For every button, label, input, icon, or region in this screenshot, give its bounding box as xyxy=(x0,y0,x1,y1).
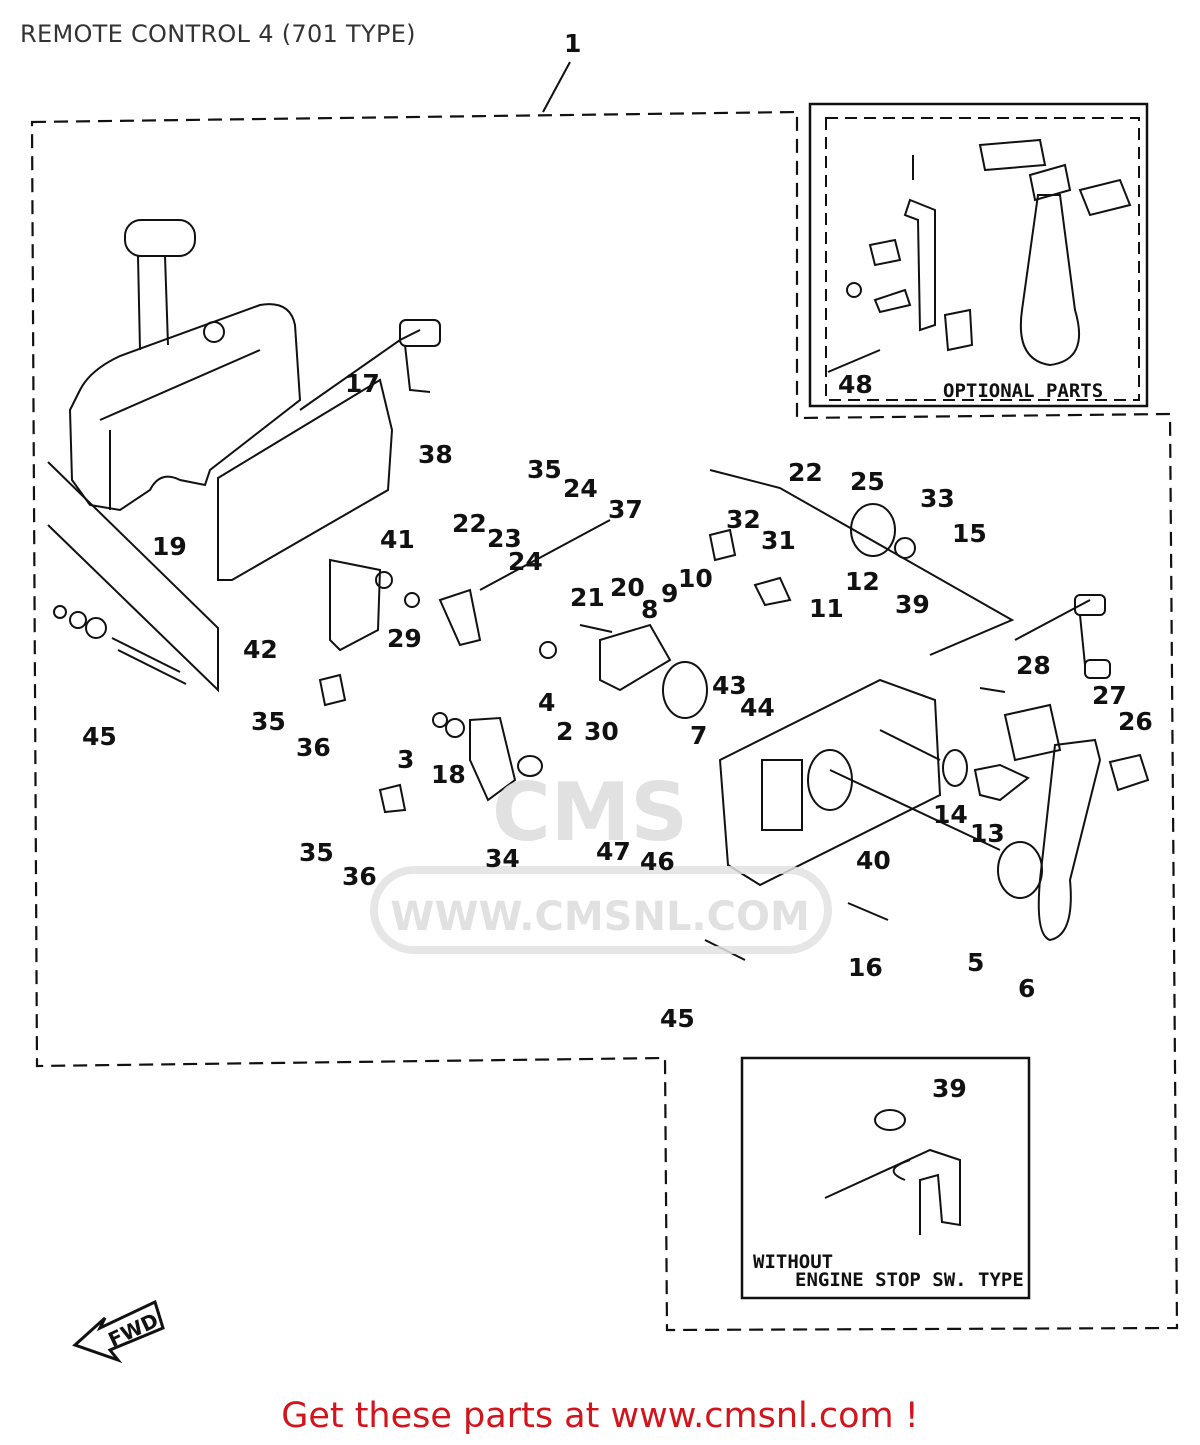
callout: 36 xyxy=(342,862,377,891)
callout: 41 xyxy=(380,525,415,554)
callout: 40 xyxy=(856,846,891,875)
callout: 48 xyxy=(838,370,873,399)
callout: 47 xyxy=(596,837,631,866)
pin-group xyxy=(47,461,219,693)
callout: 7 xyxy=(690,721,707,750)
callout: 11 xyxy=(809,594,844,623)
callout: 24 xyxy=(563,474,598,503)
optional-parts-items xyxy=(827,138,1132,373)
fwd-label: FWD xyxy=(104,1308,162,1352)
callout: 44 xyxy=(740,693,775,722)
callout: 5 xyxy=(967,948,984,977)
callout: 15 xyxy=(952,519,987,548)
callout: 25 xyxy=(850,467,885,496)
callout: 37 xyxy=(608,495,643,524)
callout: 33 xyxy=(920,484,955,513)
callout: 22 xyxy=(788,458,823,487)
callout: 2 xyxy=(556,717,573,746)
callout: 39 xyxy=(932,1074,967,1103)
without-stop-items xyxy=(824,1109,961,1235)
watermark-url: WWW.CMSNL.COM xyxy=(390,894,810,940)
callout: 28 xyxy=(1016,651,1051,680)
callout: 27 xyxy=(1092,681,1127,710)
callout: 35 xyxy=(251,707,286,736)
callout: 4 xyxy=(538,688,555,717)
center-mechanism xyxy=(318,519,708,814)
callout: 3 xyxy=(397,745,414,774)
callout: 6 xyxy=(1018,974,1035,1003)
callout: 36 xyxy=(296,733,331,762)
callout: 21 xyxy=(570,583,605,612)
without-stop-caption-line2: ENGINE STOP SW. TYPE xyxy=(795,1269,1024,1291)
callout: 9 xyxy=(661,579,678,608)
optional-parts-frame xyxy=(808,102,1149,408)
callout: 35 xyxy=(299,838,334,867)
callout: 8 xyxy=(641,595,658,624)
callout: 43 xyxy=(712,671,747,700)
watermark-logo: CMS xyxy=(492,766,688,859)
callout: 22 xyxy=(452,509,487,538)
callout: 14 xyxy=(933,800,968,829)
callout: 16 xyxy=(848,953,883,982)
callout: 35 xyxy=(527,455,562,484)
fwd-arrow xyxy=(72,1299,165,1364)
callout: 20 xyxy=(610,573,645,602)
callout: 18 xyxy=(431,760,466,789)
callout: 13 xyxy=(970,819,1005,848)
callout: 10 xyxy=(678,564,713,593)
callout: 45 xyxy=(660,1004,695,1033)
callouts: 1 17 19 38 45 35 24 37 22 23 24 20 21 41… xyxy=(82,29,1153,1103)
parts-link-banner[interactable]: Get these parts at www.cmsnl.com ! xyxy=(281,1396,919,1436)
callout: 19 xyxy=(152,532,187,561)
callout: 45 xyxy=(82,722,117,751)
callout: 42 xyxy=(243,635,278,664)
callout: 31 xyxy=(761,526,796,555)
callout: 39 xyxy=(895,590,930,619)
callout: 17 xyxy=(345,369,380,398)
callout: 23 xyxy=(487,524,522,553)
upper-right-parts xyxy=(708,469,1015,656)
page-title: REMOTE CONTROL 4 (701 TYPE) xyxy=(20,20,416,48)
callout: 46 xyxy=(640,847,675,876)
right-lever-group xyxy=(829,594,1150,942)
callout: 29 xyxy=(387,624,422,653)
optional-parts-caption: OPTIONAL PARTS xyxy=(943,380,1103,402)
callout: 32 xyxy=(726,505,761,534)
left-housing-group xyxy=(68,219,441,581)
assembly-boundary xyxy=(30,110,1179,1332)
without-stop-frame xyxy=(740,1056,1031,1300)
callout: 38 xyxy=(418,440,453,469)
callout: 1 xyxy=(564,29,581,58)
watermark: WWW.CMSNL.COM CMS xyxy=(370,766,832,954)
callout: 12 xyxy=(845,567,880,596)
callout: 30 xyxy=(584,717,619,746)
callout: 26 xyxy=(1118,707,1153,736)
callout: 24 xyxy=(508,547,543,576)
callout: 34 xyxy=(485,844,520,873)
without-stop-caption-line1: WITHOUT xyxy=(753,1251,833,1273)
